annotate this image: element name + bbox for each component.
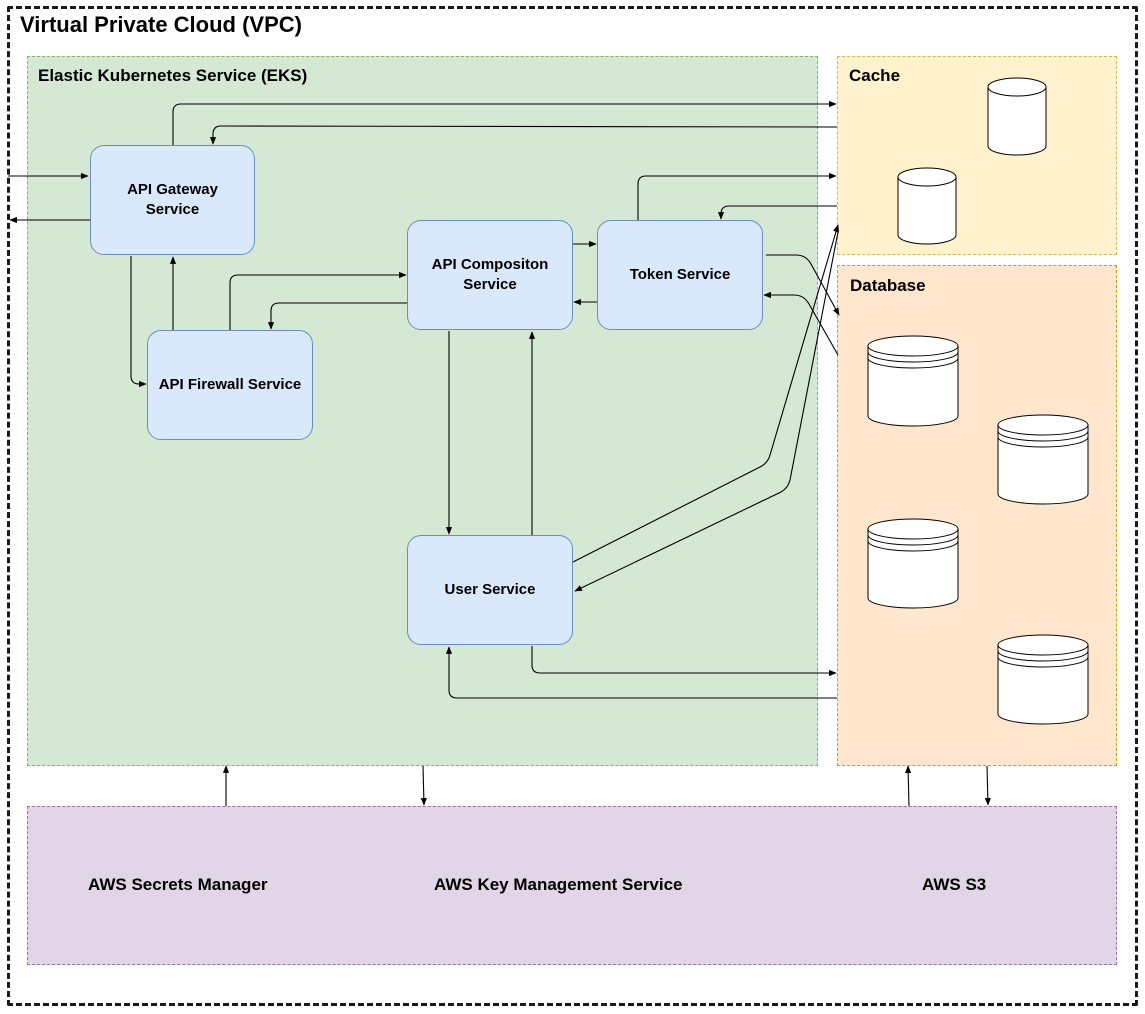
arrow-cache-to-user xyxy=(574,231,839,592)
api-firewall-service-label: API Firewall Service xyxy=(158,376,302,393)
api-gateway-service[interactable]: API Gateway Service xyxy=(90,145,255,255)
api-firewall-service[interactable]: API Firewall Service xyxy=(147,330,313,440)
arrow-database-to-s3 xyxy=(984,765,991,806)
database-node-icon xyxy=(997,414,1089,505)
api-composition-service[interactable]: API Compositon Service xyxy=(407,220,573,330)
arrow-gateway-to-firewall xyxy=(130,256,147,388)
arrow-eks-to-kms xyxy=(420,765,427,806)
arrow-token-to-cache xyxy=(637,172,837,220)
arrow-gateway-to-cache xyxy=(172,100,837,145)
api-composition-service-label: API Compositon Service xyxy=(431,256,549,293)
cache-container xyxy=(837,56,1117,255)
database-node-icon xyxy=(867,518,959,609)
user-service[interactable]: User Service xyxy=(407,535,573,645)
database-node-icon xyxy=(997,634,1089,725)
aws-secrets-manager-label: AWS Secrets Manager xyxy=(88,875,268,894)
database-node-icon xyxy=(867,335,959,427)
arrow-cache-to-gateway xyxy=(209,125,838,145)
cache-node-icon xyxy=(987,77,1047,156)
database-title: Database xyxy=(850,276,926,295)
vpc-boundary xyxy=(7,6,1138,1006)
user-service-label: User Service xyxy=(444,581,536,598)
arrow-database-to-user xyxy=(445,646,837,699)
arrow-cache-to-token xyxy=(717,205,837,220)
cache-node-icon xyxy=(897,167,957,245)
arrow-database-to-token xyxy=(763,291,839,356)
api-gateway-service-label: API Gateway Service xyxy=(127,181,218,218)
arrow-user-to-cache xyxy=(572,224,839,563)
arrow-composition-to-firewall xyxy=(267,302,407,330)
cache-title: Cache xyxy=(849,66,901,85)
aws-s3-label: AWS S3 xyxy=(922,875,987,894)
aws-kms-label: AWS Key Management Service xyxy=(434,875,683,894)
arrow-user-to-database xyxy=(531,646,837,677)
arrow-firewall-to-composition xyxy=(229,271,407,330)
arrow-token-to-database xyxy=(766,254,840,316)
vpc-title: Virtual Private Cloud (VPC) xyxy=(20,12,302,37)
token-service[interactable]: Token Service xyxy=(597,220,763,330)
arrow-s3-to-database xyxy=(905,765,912,807)
aws-services-container xyxy=(27,806,1117,965)
eks-title: Elastic Kubernetes Service (EKS) xyxy=(38,66,308,85)
token-service-label: Token Service xyxy=(629,266,731,283)
